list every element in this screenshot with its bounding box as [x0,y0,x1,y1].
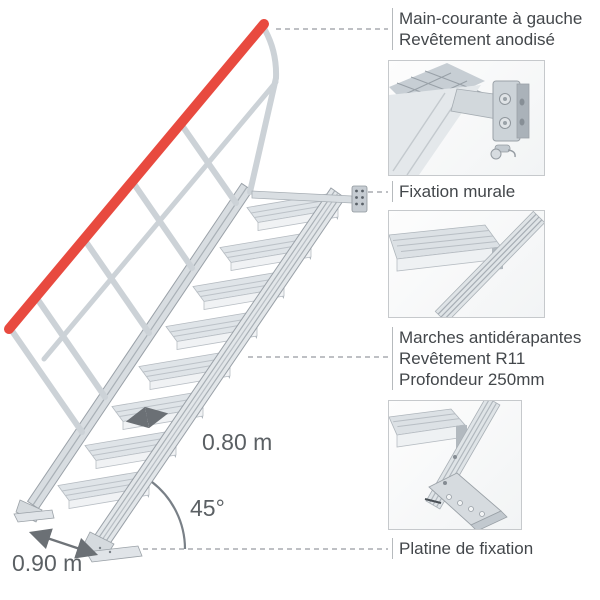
base-depth-arrow [28,528,99,559]
label-steps-line2: Revêtement R11 [399,349,526,368]
dim-angle: 45° [190,495,225,521]
label-steps-line1: Marches antidérapantes [399,328,582,347]
label-base-plate: Platine de fixation [392,538,533,559]
base-plate-detail-image [389,401,508,529]
inset-base-plate-detail [388,400,522,530]
label-wall-fixation: Fixation murale [392,181,515,202]
angle-arc [151,481,187,550]
dim-stair-width: 0.80 m [202,429,273,455]
wall-bracket [251,185,368,213]
step-tread-detail-image [389,211,544,317]
wall-bracket-detail-image [389,63,530,175]
label-steps-line3: Profondeur 250mm [399,370,545,389]
inset-step-tread-detail [388,210,545,318]
tread-depth-arrow [125,406,169,429]
label-handrail-line1: Main-courante à gauche [399,9,583,28]
handrail-post [33,294,108,400]
label-handrail-line2: Revêtement anodisé [399,30,555,49]
label-wall-fixation-line1: Fixation murale [399,182,516,201]
label-handrail: Main-courante à gauche Revêtement anodis… [392,8,582,50]
handrail-post [7,325,85,435]
inset-wall-bracket-detail [388,60,545,176]
handrail-post [81,236,152,336]
near-stringer [94,187,346,546]
red-handrail [4,19,269,334]
label-steps: Marches antidérapantes Revêtement R11 Pr… [392,327,581,390]
label-base-plate-line1: Platine de fixation [399,539,534,558]
dim-base-depth: 0.90 m [12,550,83,576]
knee-rail [41,79,279,362]
foot-plate-far [13,499,55,523]
handrail-post [129,178,195,271]
handrail-post [247,27,280,195]
